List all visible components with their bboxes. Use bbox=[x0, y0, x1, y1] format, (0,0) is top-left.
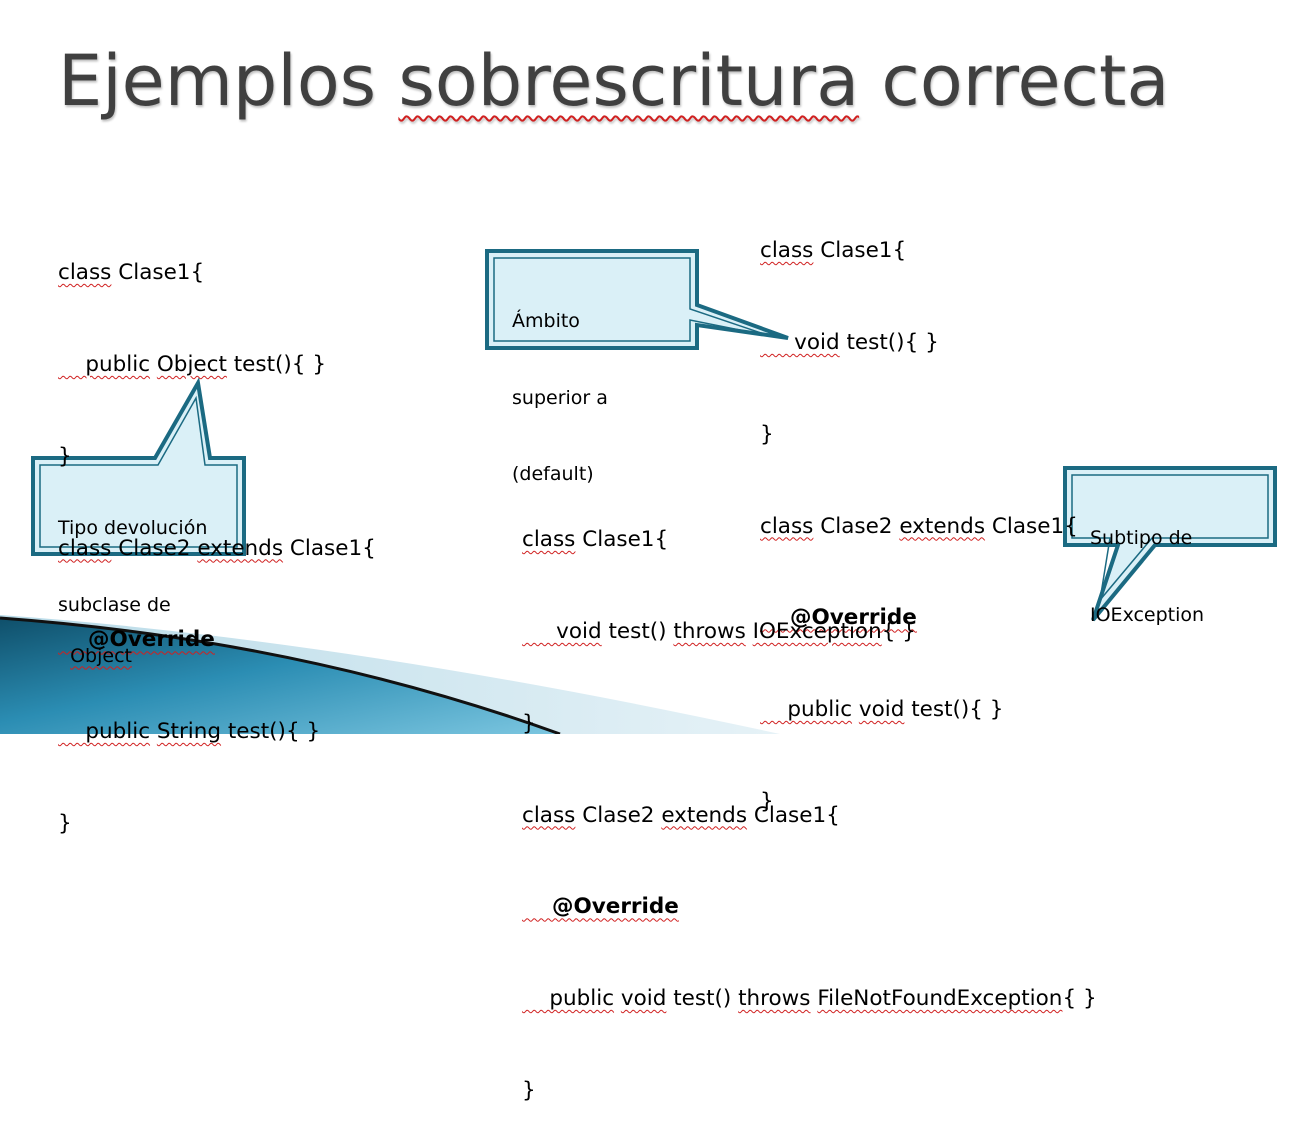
code-line: class Clase2 extends Clase1{ bbox=[760, 513, 1078, 539]
code-example-3: class Clase1{ void test() throws IOExcep… bbox=[522, 464, 1097, 1137]
code-line: public void test(){ } bbox=[760, 697, 1004, 723]
code-line-annotation: @Override bbox=[58, 627, 215, 653]
code-line: class Clase2 extends Clase1{ bbox=[58, 535, 376, 561]
callout-tipo: Tipo devolución subclase de Object bbox=[58, 465, 207, 669]
code-line: } bbox=[522, 1077, 536, 1103]
callout-tipo-line1: Tipo devolución bbox=[58, 517, 208, 539]
code-line-annotation: @Override bbox=[760, 605, 917, 631]
code-line: } bbox=[522, 710, 536, 736]
callout-ambito: Ámbito superior a (default) bbox=[512, 258, 608, 513]
decorative-shapes bbox=[0, 249, 1277, 734]
code-line: } bbox=[760, 421, 774, 447]
code-example-1: class Clase1{ public Object test(){ } } … bbox=[58, 197, 376, 870]
code-line: public void test() throws FileNotFoundEx… bbox=[522, 986, 1097, 1012]
code-line: class Clase1{ bbox=[58, 260, 205, 286]
code-line: public Object test(){ } bbox=[58, 351, 326, 377]
callout-ambito-line1: Ámbito bbox=[512, 310, 580, 332]
callout-ambito-shape bbox=[485, 249, 789, 350]
code-line: void test() throws IOException{ } bbox=[522, 618, 916, 644]
callout-ambito-line3: (default) bbox=[512, 463, 594, 485]
code-line: class Clase1{ bbox=[522, 527, 669, 553]
code-line: class Clase1{ bbox=[760, 238, 907, 264]
title-word-2: sobrescritura bbox=[398, 40, 860, 122]
callout-subtipo-line2: IOException bbox=[1090, 603, 1205, 626]
callout-subtipo-shape bbox=[1063, 466, 1277, 622]
title-word-3: correcta bbox=[881, 40, 1170, 122]
wedge-edge bbox=[0, 616, 561, 734]
callout-tipo-line2: subclase de bbox=[58, 593, 171, 616]
code-line: void test(){ } bbox=[760, 329, 939, 355]
code-line: } bbox=[58, 810, 72, 836]
callout-tipo-line3: Object bbox=[70, 644, 132, 667]
callout-tipo-shape bbox=[31, 377, 246, 556]
callout-ambito-line2: superior a bbox=[512, 386, 608, 409]
code-line: public String test(){ } bbox=[58, 719, 321, 745]
code-line: class Clase2 extends Clase1{ bbox=[522, 802, 840, 828]
code-line: } bbox=[58, 443, 72, 469]
code-example-2: class Clase1{ void test(){ } } class Cla… bbox=[760, 175, 1078, 848]
wedge-dark bbox=[0, 618, 560, 734]
code-line-annotation: @Override bbox=[522, 894, 679, 920]
callout-subtipo: Subtipo de IOException bbox=[1090, 475, 1204, 654]
slide-title: Ejemplos sobrescritura correcta bbox=[58, 36, 1169, 126]
title-word-1: Ejemplos bbox=[58, 40, 377, 122]
callout-subtipo-line1: Subtipo de bbox=[1090, 527, 1193, 549]
